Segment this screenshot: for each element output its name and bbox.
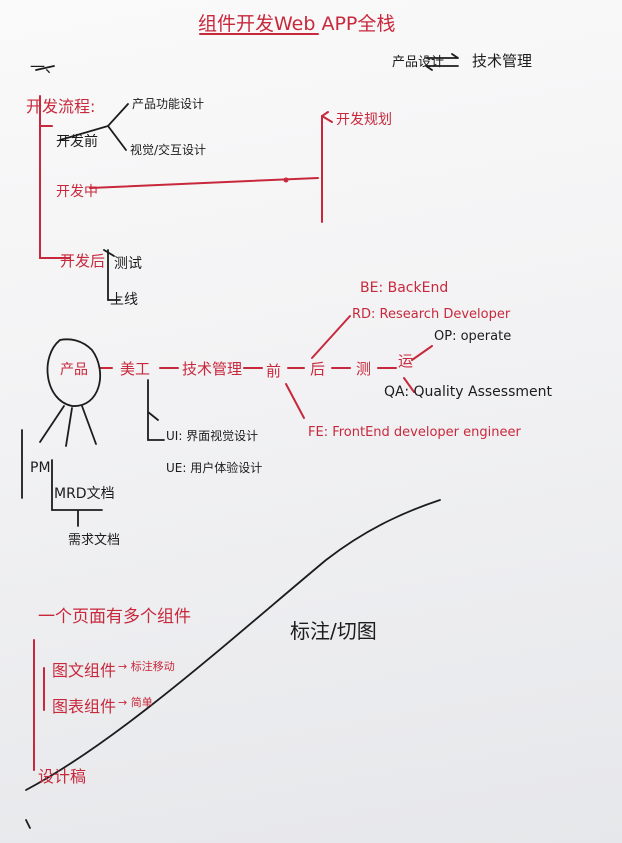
dev-flow-heading: 开发流程: (26, 97, 95, 116)
design-doc-label: 设计稿 (38, 767, 86, 786)
qa-label: QA: Quality Assessment (384, 384, 552, 400)
page-title: 组件开发Web APP全栈 (198, 13, 395, 35)
product-design-label: 产品设计 (392, 55, 444, 70)
rd-label: RD: Research Developer (352, 307, 511, 322)
test-label: 测试 (114, 256, 142, 272)
pm-label: PM (30, 460, 51, 476)
ui-label: UI: 界面视觉设计 (166, 428, 258, 443)
after-dev-label: 开发后 (60, 252, 105, 270)
dev-plan-label: 开发规划 (336, 112, 392, 128)
product-function-design: 产品功能设计 (132, 97, 204, 111)
mrd-sub-label: 需求文档 (68, 533, 120, 548)
op-label: OP: operate (434, 329, 511, 344)
front-node: 前 (266, 362, 281, 380)
black-ink-strokes (21, 53, 459, 829)
ops-node: 运 (398, 352, 413, 370)
text-component-label: 图文组件 (52, 661, 116, 680)
fe-label: FE: FrontEnd developer engineer (308, 425, 521, 440)
text-component-note: → 标注移动 (118, 659, 175, 673)
components-heading: 一个页面有多个组件 (38, 607, 191, 627)
ink-dot (283, 177, 289, 183)
during-dev-label: 开发中 (56, 184, 98, 200)
back-node: 后 (310, 360, 325, 378)
before-dev-label: 开发前 (56, 133, 98, 150)
design-node: 美工 (120, 360, 150, 378)
mrd-label: MRD文档 (54, 486, 115, 502)
chart-component-note: → 简单 (118, 695, 153, 709)
section-mark: 一、 (30, 58, 60, 76)
mark-cut-label: 标注/切图 (290, 619, 377, 643)
visual-interaction-design: 视觉/交互设计 (130, 142, 206, 157)
ue-label: UE: 用户体验设计 (166, 460, 262, 475)
tech-management-label: 技术管理 (472, 52, 532, 70)
tech-node: 技术管理 (182, 360, 242, 378)
test-node: 测 (356, 360, 371, 378)
launch-label: 上线 (110, 292, 138, 308)
be-label: BE: BackEnd (360, 280, 448, 296)
red-ink-strokes (33, 33, 433, 771)
product-node: 产品 (60, 362, 88, 378)
chart-component-label: 图表组件 (52, 697, 116, 716)
